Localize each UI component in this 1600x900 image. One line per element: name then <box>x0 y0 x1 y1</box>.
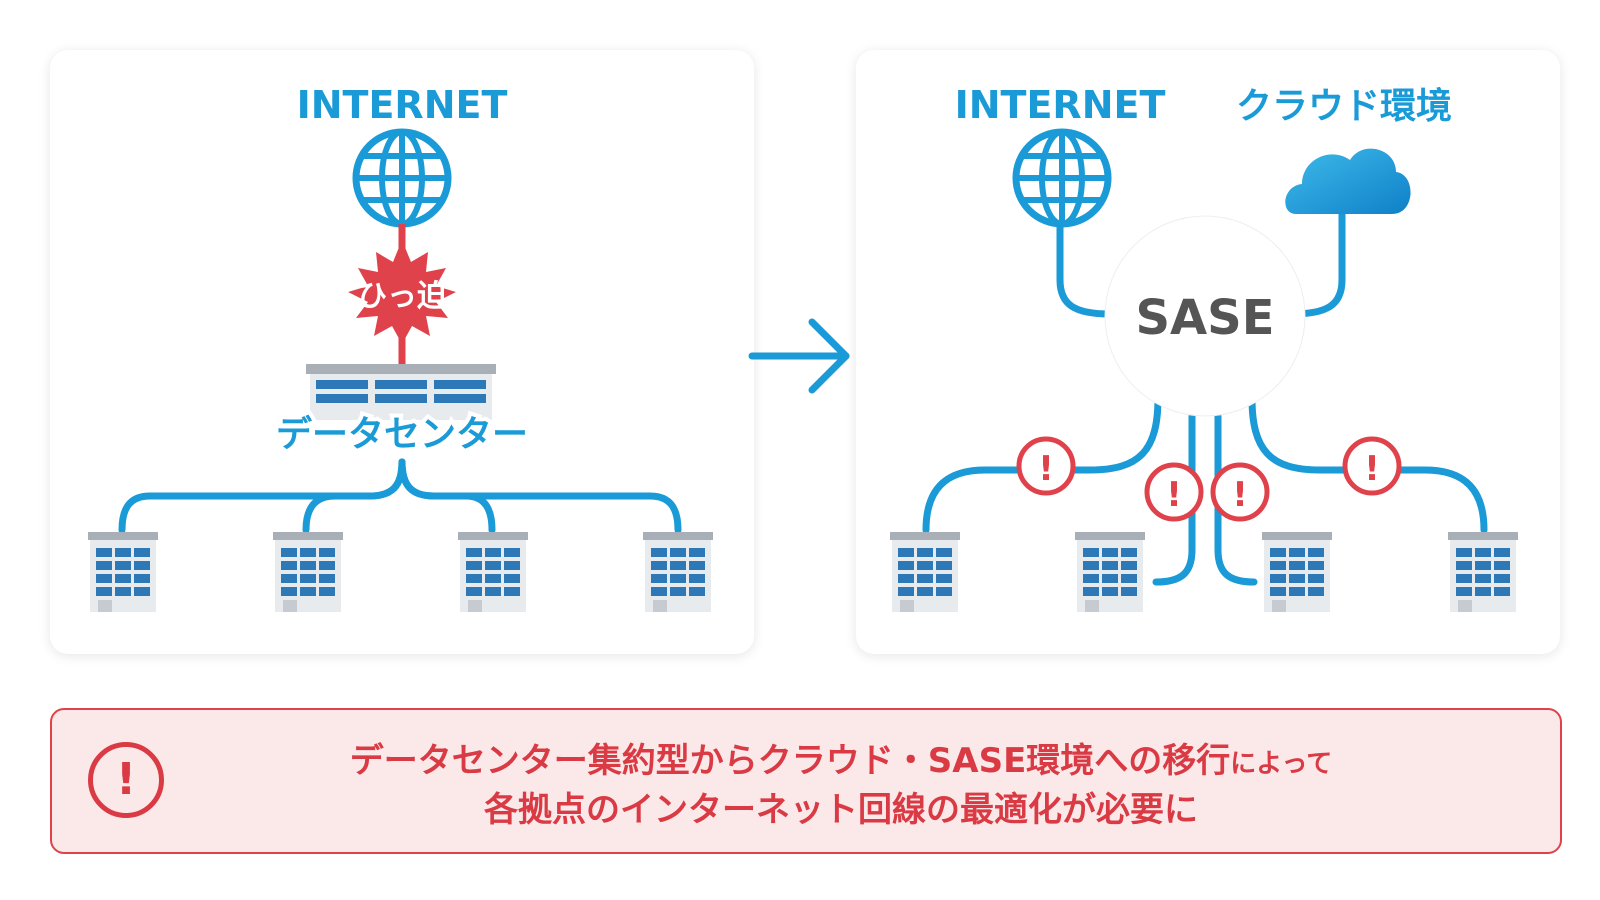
branch-office-icon <box>1262 532 1332 612</box>
sase-label: SASE <box>1135 290 1274 346</box>
branch-office-icon <box>1448 532 1518 612</box>
globe-icon <box>1016 132 1108 224</box>
branch-office-icon <box>643 532 713 612</box>
warning-marker: ! <box>1144 462 1204 522</box>
internet-link <box>1056 222 1111 318</box>
network-diagram: INTERNET ひっ迫 データセンター INTERNET クラウド環境 <box>88 83 1518 612</box>
cloud-label: クラウド環境 <box>1236 86 1452 127</box>
branch-link <box>922 394 1162 534</box>
datacenter-icon <box>306 364 496 420</box>
svg-text:!: ! <box>1038 449 1054 489</box>
branch-office-icon <box>273 532 343 612</box>
branch-office-icon <box>458 532 528 612</box>
notice-line-1-main: データセンター集約型からクラウド・SASE環境への移行 <box>349 741 1231 781</box>
svg-text:!: ! <box>1232 475 1248 515</box>
notice-box: ! データセンター集約型からクラウド・SASE環境への移行によって 各拠点のイン… <box>50 708 1562 854</box>
sase-hub <box>1104 215 1306 417</box>
notice-line-1: データセンター集約型からクラウド・SASE環境への移行によって <box>182 738 1500 787</box>
branch-office-icon <box>1075 532 1145 612</box>
exclamation-circle-icon: ! <box>88 742 164 818</box>
svg-text:!: ! <box>1364 449 1380 489</box>
branch-link <box>302 458 406 534</box>
branch-link <box>1214 412 1258 586</box>
cloud-icon <box>1285 148 1411 214</box>
branch-link <box>1248 394 1488 534</box>
burst-icon <box>348 240 456 344</box>
warning-marker: ! <box>1016 436 1076 496</box>
branch-office-icon <box>88 532 158 612</box>
congestion-label: ひっ迫 <box>357 279 448 314</box>
globe-icon <box>356 132 448 224</box>
warning-marker: ! <box>1342 436 1402 496</box>
branch-office-icon <box>890 532 960 612</box>
internet-label: INTERNET <box>955 83 1166 127</box>
datacenter-label: データセンター <box>276 413 528 455</box>
notice-text: データセンター集約型からクラウド・SASE環境への移行によって 各拠点のインター… <box>182 738 1500 833</box>
notice-line-1-suffix: によって <box>1230 749 1333 779</box>
arrow-right-icon <box>748 318 850 394</box>
branch-link <box>1152 412 1196 586</box>
notice-line-2: 各拠点のインターネット回線の最適化が必要に <box>484 790 1198 830</box>
internet-label: INTERNET <box>297 83 508 127</box>
warning-marker: ! <box>1210 462 1270 522</box>
branch-link <box>398 458 682 534</box>
svg-text:!: ! <box>1166 475 1182 515</box>
